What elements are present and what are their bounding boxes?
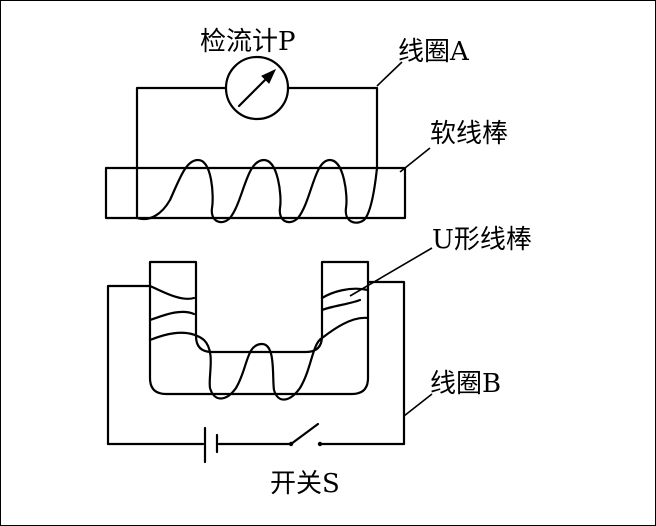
soft-rod xyxy=(104,166,407,220)
coil-a-windings xyxy=(135,158,379,224)
label-galvanometer: 检流计P xyxy=(200,27,296,57)
label-switch: 开关S xyxy=(270,469,340,499)
galvanometer-icon xyxy=(224,55,290,121)
label-coil-a: 线圈A xyxy=(398,37,470,67)
leader-lines xyxy=(349,61,433,417)
label-u-rod: U形线棒 xyxy=(432,225,532,255)
u-rod xyxy=(148,260,370,396)
upper-circuit-wire xyxy=(135,86,379,220)
battery-icon xyxy=(203,426,219,464)
switch-icon xyxy=(288,422,323,447)
label-coil-b: 线圈B xyxy=(430,369,501,399)
coil-b-windings xyxy=(106,280,406,446)
label-soft-rod: 软线棒 xyxy=(430,119,508,149)
